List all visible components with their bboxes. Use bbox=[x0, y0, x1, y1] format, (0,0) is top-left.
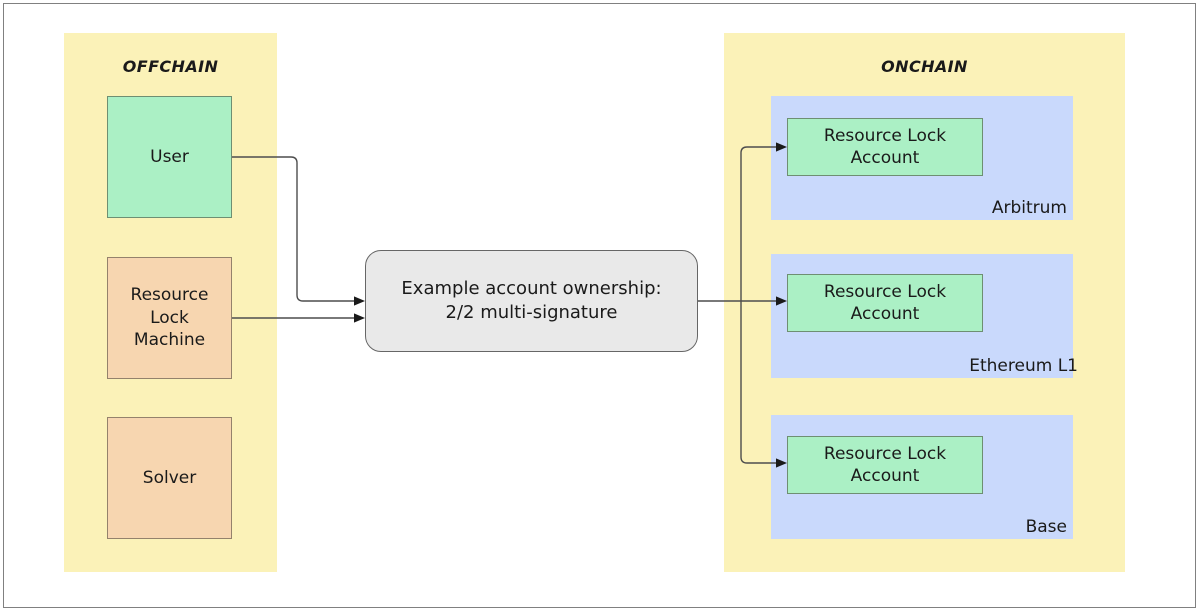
node-resource-lock-machine[interactable]: Resource Lock Machine bbox=[107, 257, 232, 379]
chain-box-base[interactable]: Resource Lock Account Base bbox=[771, 415, 1073, 539]
node-resource-lock-account-ethereum-l1-line2: Account bbox=[850, 304, 920, 324]
node-resource-lock-machine-label-line1: Resource bbox=[130, 285, 209, 306]
chain-label-arbitrum: Arbitrum bbox=[991, 198, 1067, 218]
node-solver[interactable]: Solver bbox=[107, 417, 232, 539]
node-resource-lock-machine-label-line2: Lock bbox=[150, 307, 189, 328]
node-resource-lock-account-arbitrum[interactable]: Resource Lock Account bbox=[787, 118, 983, 176]
node-account-ownership-line1: Example account ownership: bbox=[401, 278, 662, 300]
node-resource-lock-account-ethereum-l1[interactable]: Resource Lock Account bbox=[787, 274, 983, 332]
node-resource-lock-account-base-line2: Account bbox=[850, 466, 920, 486]
chain-box-ethereum-l1[interactable]: Resource Lock Account Ethereum L1 bbox=[771, 254, 1078, 378]
chain-label-ethereum-l1: Ethereum L1 bbox=[969, 356, 1078, 376]
node-resource-lock-account-arbitrum-line2: Account bbox=[850, 148, 920, 168]
node-resource-lock-account-base[interactable]: Resource Lock Account bbox=[787, 436, 983, 494]
node-resource-lock-machine-label-line3: Machine bbox=[133, 330, 206, 351]
node-solver-label: Solver bbox=[142, 467, 197, 488]
node-resource-lock-account-arbitrum-line1: Resource Lock bbox=[823, 125, 947, 146]
node-user[interactable]: User bbox=[107, 96, 232, 218]
node-user-label: User bbox=[150, 146, 189, 167]
arrowhead-rlm-to-center bbox=[354, 313, 365, 323]
node-resource-lock-account-ethereum-l1-line1: Resource Lock bbox=[823, 281, 947, 302]
node-account-ownership[interactable]: Example account ownership: 2/2 multi-sig… bbox=[365, 250, 698, 352]
offchain-zone-title: OFFCHAIN bbox=[122, 57, 219, 76]
arrowhead-user-to-center bbox=[354, 296, 365, 306]
chain-label-base: Base bbox=[1025, 517, 1067, 537]
chain-box-arbitrum[interactable]: Resource Lock Account Arbitrum bbox=[771, 96, 1073, 220]
node-resource-lock-account-base-line1: Resource Lock bbox=[823, 443, 947, 464]
onchain-zone-title: ONCHAIN bbox=[881, 57, 968, 76]
node-account-ownership-line2: 2/2 multi-signature bbox=[445, 302, 618, 323]
